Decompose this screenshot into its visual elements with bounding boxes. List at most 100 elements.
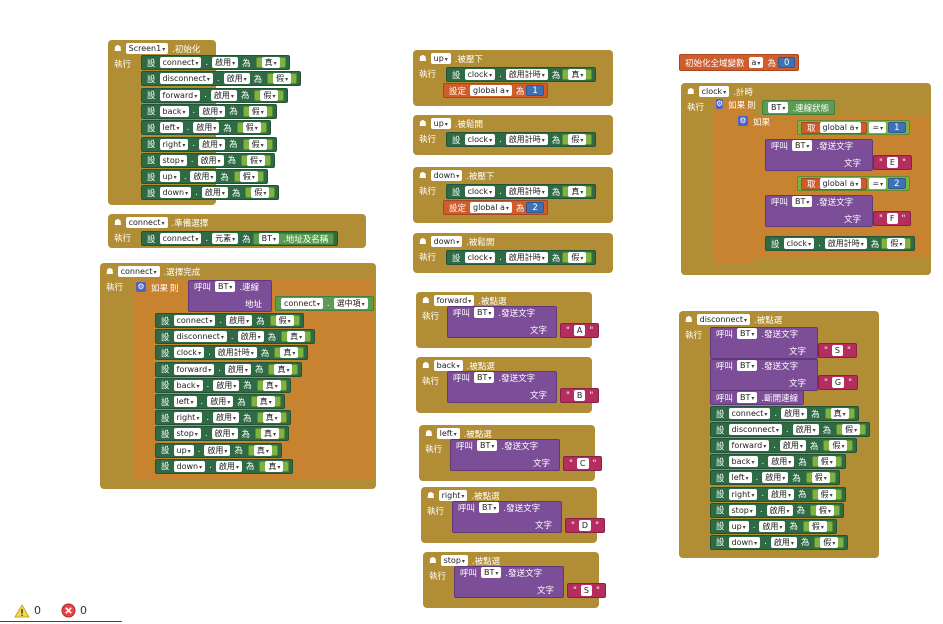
getter-bt-address-names[interactable]: BT▾.地址及名稱 [252,232,335,245]
component-dropdown[interactable]: up▾ [728,520,749,532]
boolean-block[interactable]: 假▾ [242,138,273,150]
boolean-dropdown[interactable]: 真▾ [280,347,299,359]
text-literal[interactable]: "A" [560,323,600,338]
boolean-dropdown[interactable]: 真▾ [287,331,306,343]
component-dropdown[interactable]: BT▾ [481,567,502,578]
boolean-dropdown[interactable]: 假▾ [239,171,258,183]
component-dropdown[interactable]: BT▾ [258,233,280,244]
component-dropdown[interactable]: clock▾ [464,69,496,80]
text-literal[interactable]: "G" [818,375,859,390]
boolean-block[interactable]: 假▾ [811,456,842,468]
boolean-dropdown[interactable]: 假▾ [248,138,267,150]
text-value[interactable]: C [576,458,589,469]
component-dropdown[interactable]: clock▾ [783,238,815,249]
property-dropdown[interactable]: 啟用計時▾ [505,186,548,197]
text-value[interactable]: S [831,345,843,356]
property-dropdown[interactable]: 啟用▾ [770,536,797,548]
boolean-block[interactable]: 假▾ [881,238,912,249]
component-dropdown[interactable]: BT▾ [737,360,758,371]
property-dropdown[interactable]: 選中項▾ [333,298,368,309]
boolean-dropdown[interactable]: 假▾ [816,504,835,516]
boolean-block[interactable]: 真▾ [281,331,312,343]
component-dropdown[interactable]: left▾ [173,396,197,407]
connect-before-picking-event-component[interactable]: connect▾ [125,217,168,228]
boolean-dropdown[interactable]: 假▾ [820,536,839,548]
warnings-indicator[interactable]: 0 [14,603,41,618]
boolean-dropdown[interactable]: 真▾ [256,396,275,407]
boolean-dropdown[interactable]: 真▾ [265,460,284,472]
property-dropdown[interactable]: 啟用計時▾ [505,134,548,145]
boolean-dropdown[interactable]: 假▾ [829,440,848,452]
boolean-block[interactable]: 假▾ [269,315,300,326]
boolean-block[interactable]: 假▾ [836,424,867,436]
property-dropdown[interactable]: 啟用▾ [212,57,239,68]
boolean-block[interactable]: 真▾ [256,379,287,391]
boolean-block[interactable]: 假▾ [254,89,285,101]
number-block[interactable]: 1 [888,122,906,133]
disconnect-click-event-component[interactable]: disconnect▾ [696,314,750,325]
boolean-block[interactable]: 假▾ [805,472,836,484]
boolean-dropdown[interactable]: 真▾ [568,69,587,80]
property-dropdown[interactable]: 啟用▾ [210,89,237,101]
boolean-block[interactable]: 真▾ [562,69,593,80]
boolean-dropdown[interactable]: 假▾ [251,187,270,199]
property-dropdown[interactable]: 啟用▾ [224,363,251,375]
text-value[interactable]: E [886,157,898,168]
boolean-dropdown[interactable]: 假▾ [275,315,294,326]
text-literal[interactable]: "S" [567,583,606,598]
boolean-dropdown[interactable]: 真▾ [261,57,280,68]
text-value[interactable]: F [886,213,898,224]
property-dropdown[interactable]: 啟用計時▾ [214,347,257,359]
compare-operator-dropdown[interactable]: =▾ [869,178,887,189]
boolean-dropdown[interactable]: 假▾ [568,252,587,263]
boolean-dropdown[interactable]: 真▾ [262,412,281,424]
property-dropdown[interactable]: 啟用▾ [768,488,795,500]
variable-dropdown[interactable]: global a▾ [470,202,512,213]
boolean-dropdown[interactable]: 真▾ [568,186,587,197]
boolean-block[interactable]: 真▾ [274,347,305,359]
component-dropdown[interactable]: stop▾ [728,504,756,516]
connect-after-picking-event-component[interactable]: connect▾ [117,266,160,277]
component-dropdown[interactable]: clock▾ [464,252,496,263]
property-dropdown[interactable]: 啟用▾ [766,504,793,516]
component-dropdown[interactable]: BT▾ [477,440,498,451]
component-dropdown[interactable]: BT▾ [792,140,813,151]
boolean-dropdown[interactable]: 假▾ [817,456,836,468]
component-dropdown[interactable]: back▾ [159,105,189,117]
boolean-block[interactable]: 假▾ [562,134,593,145]
property-dropdown[interactable]: 元素▾ [212,233,239,244]
clock-timer-event-component[interactable]: clock▾ [698,86,730,97]
component-dropdown[interactable]: stop▾ [159,154,187,166]
text-literal[interactable]: "F" [873,211,912,226]
property-dropdown[interactable]: 啟用▾ [792,424,819,436]
component-dropdown[interactable]: up▾ [159,171,180,183]
down-released-event-component[interactable]: down▾ [430,236,463,247]
component-dropdown[interactable]: left▾ [728,472,752,484]
boolean-block[interactable]: 假▾ [233,171,264,183]
property-dropdown[interactable]: 啟用▾ [237,331,264,343]
getter-connect-selection[interactable]: connect▾.選中項▾ [275,296,374,311]
right-click-event-component[interactable]: right▾ [438,490,468,501]
up-pressed-event-component[interactable]: up▾ [430,53,451,64]
boolean-dropdown[interactable]: 假▾ [273,73,292,85]
component-dropdown[interactable]: BT▾ [792,196,813,207]
boolean-block[interactable]: 真▾ [256,412,287,424]
component-dropdown[interactable]: stop▾ [173,428,201,440]
component-dropdown[interactable]: clock▾ [464,134,496,145]
boolean-block[interactable]: 假▾ [811,488,842,500]
